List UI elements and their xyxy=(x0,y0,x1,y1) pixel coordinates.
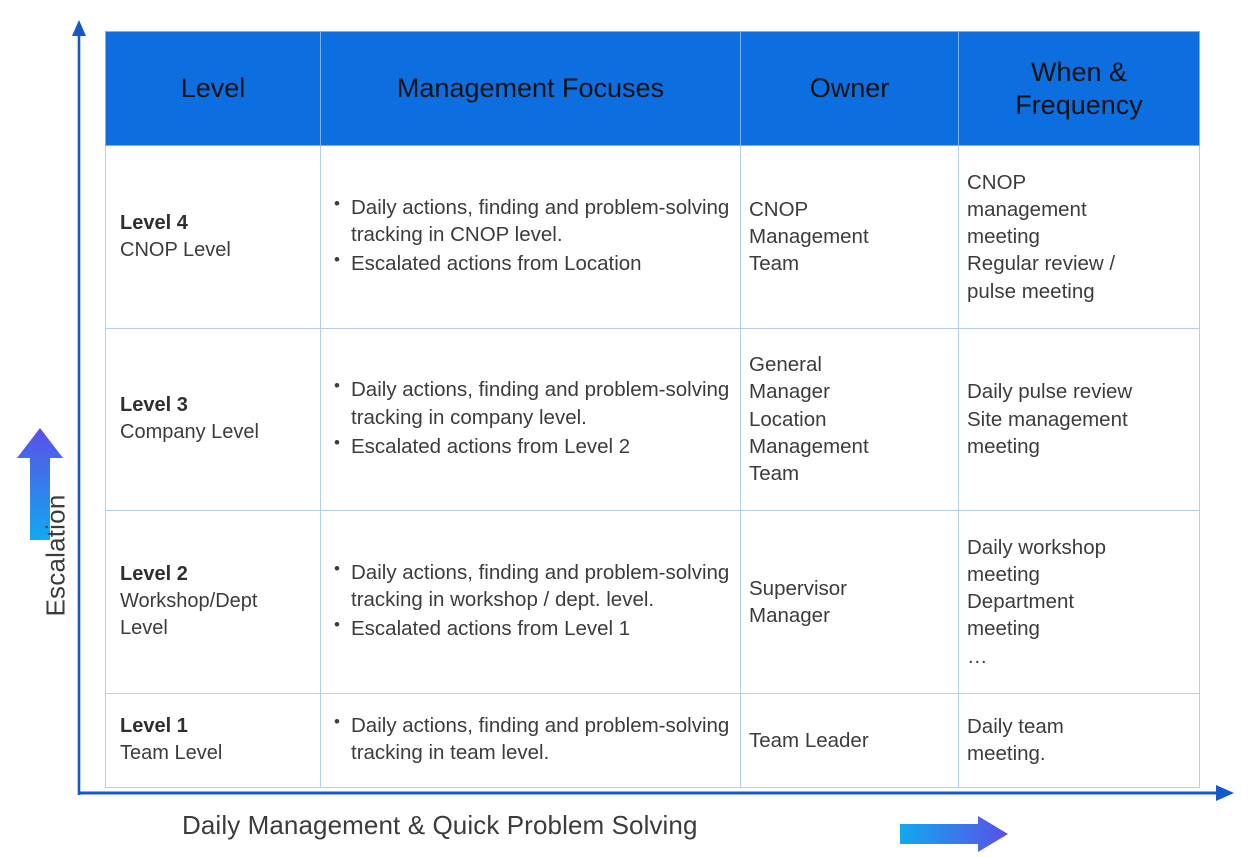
level-name: Level 1 xyxy=(120,715,188,738)
cell-level: Level 4 CNOP Level xyxy=(105,145,321,329)
y-axis-label: Escalation xyxy=(40,494,71,617)
table-row: Level 4 CNOP Level Daily actions, finding … xyxy=(105,145,1200,329)
column-header-management-focuses: Management Focuses xyxy=(320,31,741,146)
when-frequency-text: CNOP management meeting Regular review /… xyxy=(967,170,1116,303)
cell-when-frequency: CNOP management meeting Regular review /… xyxy=(958,145,1200,329)
cell-owner: Team Leader xyxy=(740,692,959,789)
column-header-level: Level xyxy=(105,31,321,146)
owner-text: General Manager Location Management Team xyxy=(749,353,869,486)
level-name: Level 2 xyxy=(120,563,188,586)
owner-text: CNOP Management Team xyxy=(749,197,869,276)
cell-owner: Supervisor Manager xyxy=(740,510,959,694)
level-subtitle: Company Level xyxy=(120,421,259,444)
column-header-when-frequency: When &Frequency xyxy=(958,31,1200,146)
focus-list-item: Escalated actions from Level 1 xyxy=(334,614,734,642)
level-name: Level 3 xyxy=(120,394,188,417)
escalation-matrix-table-wrapper: Level Management Focuses Owner When &Fre… xyxy=(105,31,1200,789)
focus-list-item: Escalated actions from Level 2 xyxy=(334,432,734,460)
table-row: Level 2 Workshop/Dept Level Daily actions,… xyxy=(105,510,1200,694)
cell-when-frequency: Daily workshop meeting Department meetin… xyxy=(958,510,1200,694)
focus-list: Daily actions, finding and problem-solvi… xyxy=(321,558,740,643)
focus-list: Daily actions, finding and problem-solvi… xyxy=(321,193,740,278)
cell-owner: General Manager Location Management Team xyxy=(740,327,959,512)
owner-text: Team Leader xyxy=(749,728,869,752)
table-row: Level 3 Company Level Daily actions, findi… xyxy=(105,327,1200,512)
when-frequency-text: Daily workshop meeting Department meetin… xyxy=(967,535,1106,668)
focus-list-item: Daily actions, finding and problem-solvi… xyxy=(334,558,734,614)
focus-list-item: Escalated actions from Location xyxy=(334,249,734,277)
focus-list-item: Daily actions, finding and problem-solvi… xyxy=(334,375,734,431)
cell-level: Level 3 Company Level xyxy=(105,327,321,512)
cell-level: Level 1 Team Level xyxy=(105,692,321,789)
level-subtitle: CNOP Level xyxy=(120,238,231,261)
focus-list: Daily actions, finding and problem-solvi… xyxy=(321,711,740,767)
column-header-owner: Owner xyxy=(740,31,959,146)
escalation-matrix-table: Level Management Focuses Owner When &Fre… xyxy=(105,31,1200,789)
cell-level: Level 2 Workshop/Dept Level xyxy=(105,510,321,694)
focus-list: Daily actions, finding and problem-solvi… xyxy=(321,375,740,460)
focus-list-item: Daily actions, finding and problem-solvi… xyxy=(334,711,734,767)
table-header-row: Level Management Focuses Owner When &Fre… xyxy=(105,31,1200,146)
daily-management-gradient-arrow-icon xyxy=(900,816,1008,852)
table-row: Level 1 Team Level Daily actions, finding … xyxy=(105,692,1200,789)
escalation-gradient-arrow-icon xyxy=(17,428,63,540)
level-subtitle: Team Level xyxy=(120,742,223,765)
y-axis xyxy=(72,20,86,795)
cell-when-frequency: Daily pulse review Site management meeti… xyxy=(958,327,1200,512)
cell-when-frequency: Daily team meeting. xyxy=(958,692,1200,789)
cell-management-focuses: Daily actions, finding and problem-solvi… xyxy=(320,145,741,329)
cell-owner: CNOP Management Team xyxy=(740,145,959,329)
cell-management-focuses: Daily actions, finding and problem-solvi… xyxy=(320,327,741,512)
owner-text: Supervisor Manager xyxy=(749,576,847,627)
when-frequency-text: Daily team meeting. xyxy=(967,715,1064,766)
level-name: Level 4 xyxy=(120,211,188,234)
focus-list-item: Daily actions, finding and problem-solvi… xyxy=(334,193,734,249)
when-frequency-text: Daily pulse review Site management meeti… xyxy=(967,380,1133,458)
cell-management-focuses: Daily actions, finding and problem-solvi… xyxy=(320,510,741,694)
level-subtitle: Workshop/Dept Level xyxy=(120,590,258,640)
cell-management-focuses: Daily actions, finding and problem-solvi… xyxy=(320,692,741,789)
x-axis-label: Daily Management & Quick Problem Solving xyxy=(182,810,698,840)
